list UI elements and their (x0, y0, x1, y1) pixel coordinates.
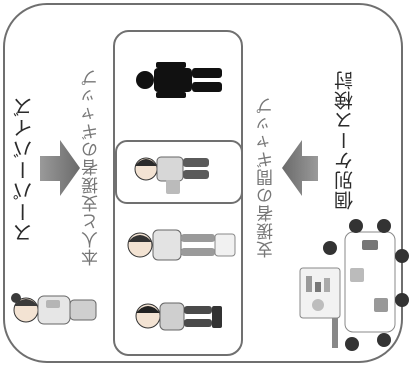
person-icon-3 (127, 229, 236, 261)
supporter-person-icon (134, 156, 209, 194)
outer-frame (3, 3, 403, 363)
person-icon-4 (135, 302, 222, 331)
case-meeting-icon (299, 219, 409, 351)
case-review-arrow-icon (282, 140, 318, 196)
highlighted-person-box (115, 140, 243, 204)
person-silhouette-icon (136, 62, 222, 98)
supervisor-person-icon (11, 293, 97, 325)
supervise-arrow-icon (40, 140, 80, 196)
